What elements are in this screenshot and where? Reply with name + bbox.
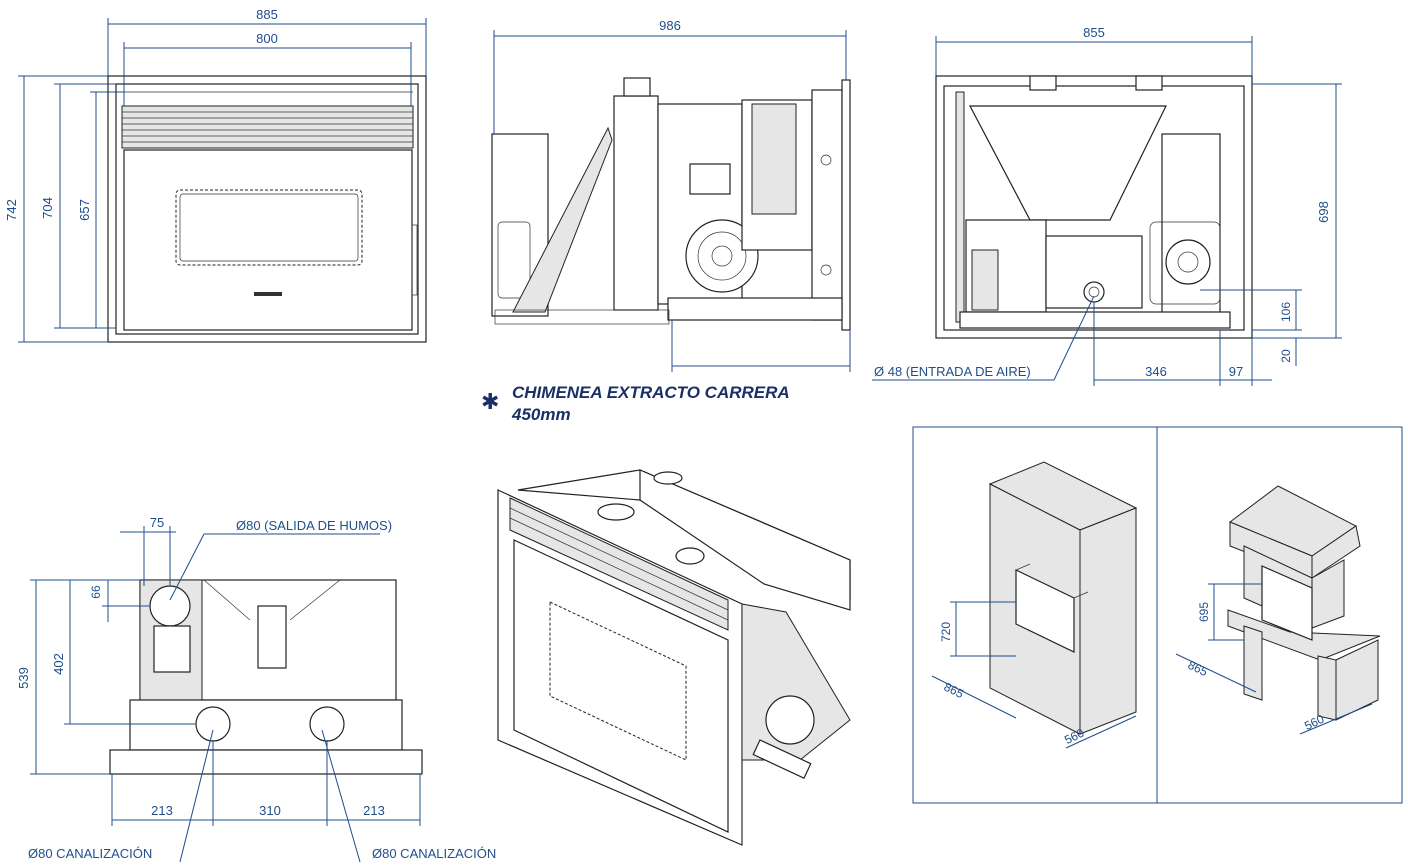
top-front-frame — [129, 699, 403, 751]
dim-side-depth: 986 — [659, 18, 681, 33]
iso-door — [513, 539, 729, 833]
rear-air-inlet — [1083, 281, 1105, 303]
note-chimney-line1: CHIMENEA EXTRACTO CARRERA — [512, 383, 790, 402]
top-view: 75 Ø80 (SALIDA DE HUMOS) 66 539 402 213 … — [16, 515, 496, 863]
side-view: 986 ✱ CHIMENEA EXTRACTO CARRERA 450mm — [481, 18, 851, 424]
box-opening — [1015, 569, 1075, 653]
iso-fan — [765, 695, 815, 745]
side-flue-outlet — [623, 77, 651, 97]
dim-rear-106: 106 — [1279, 302, 1293, 322]
dim-rear-width: 855 — [1083, 25, 1105, 40]
rear-flue-left — [1029, 75, 1057, 91]
dim-box-height: 720 — [939, 622, 953, 642]
dim-box-width: 865 — [942, 680, 966, 702]
dim-rear-20: 20 — [1279, 349, 1293, 363]
dim-top-spacing-right: 213 — [363, 803, 385, 818]
dim-front-height-mid: 704 — [40, 197, 55, 219]
label-duct-left: Ø80 CANALIZACIÓN — [28, 846, 152, 861]
note-chimney-line2: 450mm — [511, 405, 571, 424]
dim-front-height-outer: 742 — [4, 199, 19, 221]
iso-flue-2 — [653, 471, 683, 485]
dim-top-flue-depth: 66 — [89, 585, 103, 599]
front-louvre-panel — [121, 105, 414, 149]
side-fan — [685, 219, 759, 293]
label-duct-right: Ø80 CANALIZACIÓN — [372, 846, 496, 861]
rear-flue-right — [1135, 75, 1163, 91]
side-column — [613, 95, 659, 311]
iso-glass-window — [549, 601, 687, 761]
dim-hood-height: 695 — [1197, 602, 1211, 622]
top-front-trim — [109, 749, 423, 775]
rear-fan — [1165, 239, 1211, 285]
hood-opening — [1261, 565, 1313, 641]
iso-flue-3 — [675, 547, 705, 565]
dim-hood-width: 865 — [1186, 658, 1210, 680]
front-brand-logo — [254, 292, 282, 296]
dim-front-width-inner: 800 — [256, 31, 278, 46]
installation-panel: 720 865 560 695 865 560 — [912, 426, 1403, 804]
box-side — [1079, 507, 1137, 735]
label-flue-outlet: Ø80 (SALIDA DE HUMOS) — [236, 518, 392, 533]
isometric-view — [497, 469, 851, 846]
rear-side-box — [1161, 133, 1221, 325]
iso-flue-1 — [597, 503, 635, 521]
dim-top-depth-total: 539 — [16, 667, 31, 689]
rear-hopper — [969, 105, 1167, 221]
dim-top-depth-402: 402 — [51, 653, 66, 675]
front-glass-window — [175, 189, 363, 266]
dim-front-width-outer: 885 — [256, 7, 278, 22]
top-auger — [257, 605, 287, 669]
top-flue-outlet — [149, 585, 191, 627]
dim-rear-346: 346 — [1145, 364, 1167, 379]
dim-rear-height: 698 — [1316, 201, 1331, 223]
front-view: 885 800 742 704 657 — [4, 7, 427, 343]
dim-front-height-inner: 657 — [77, 199, 92, 221]
label-air-inlet: Ø 48 (ENTRADA DE AIRE) — [874, 364, 1031, 379]
dim-top-flue-offset: 75 — [150, 515, 164, 530]
note-asterisk: ✱ — [481, 390, 499, 415]
enclosure-hood — [1227, 485, 1381, 721]
side-front-frame — [811, 89, 843, 321]
side-pipe — [689, 163, 731, 195]
side-support-brace — [512, 126, 613, 313]
front-door — [123, 149, 413, 331]
side-rail — [667, 297, 843, 321]
rear-view: 855 698 106 20 346 97 Ø 48 (ENTRADA DE A… — [872, 25, 1342, 386]
top-duct-left — [195, 706, 231, 742]
dim-top-spacing-left: 213 — [151, 803, 173, 818]
top-duct-right — [309, 706, 345, 742]
dim-rear-97: 97 — [1229, 364, 1243, 379]
dim-top-spacing-mid: 310 — [259, 803, 281, 818]
enclosure-box — [988, 461, 1138, 735]
